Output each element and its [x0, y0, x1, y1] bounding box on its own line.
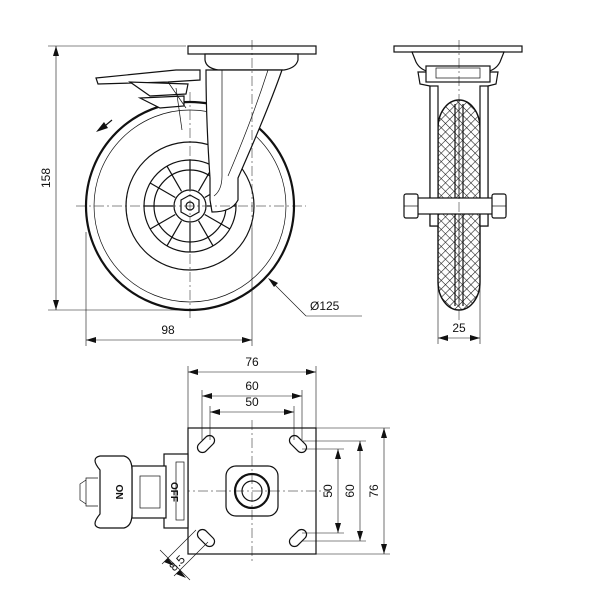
dim-vert-76-label: 76: [367, 484, 381, 498]
brake-on-label: ON: [113, 485, 124, 500]
plate-slots: [196, 434, 308, 548]
plate-slot: [196, 434, 216, 454]
plate-slot: [288, 434, 308, 454]
wheel-spoke: [204, 213, 231, 230]
plate-slot: [288, 528, 308, 548]
dim-hole-60-label: 60: [245, 379, 259, 393]
wheel-spoke: [149, 213, 176, 230]
dim-vert-60-label: 60: [343, 484, 357, 498]
brake-off-label: OFF: [168, 482, 179, 502]
dim-vert-50-label: 50: [321, 484, 335, 498]
dim-width-label: 98: [161, 323, 175, 337]
plate-slot: [196, 528, 216, 548]
front-view: 25: [393, 40, 523, 344]
dim-plate-width-label: 76: [245, 355, 259, 369]
wheel-spoke: [166, 220, 183, 247]
dim-hole-50-label: 50: [245, 395, 259, 409]
dim-height-label: 158: [39, 168, 53, 188]
dim-diameter-label: Ø125: [310, 299, 340, 313]
dim-slot-label: 8.5: [166, 552, 188, 574]
plate-view: ON OFF 76 60 50 50: [79, 355, 390, 581]
wheel-spoke: [149, 182, 176, 199]
side-fork: [205, 69, 283, 213]
dim-wheel-width-label: 25: [452, 321, 466, 335]
front-top-plate: [393, 45, 523, 53]
side-swivel-head: [204, 53, 299, 71]
side-view: 158 98 Ø125: [39, 40, 362, 346]
plate-brake: ON OFF: [79, 453, 189, 529]
side-brake-lever: [95, 69, 201, 132]
wheel-spoke: [197, 220, 214, 247]
front-brake-housing: [425, 65, 491, 83]
wheel-spoke: [166, 165, 183, 192]
